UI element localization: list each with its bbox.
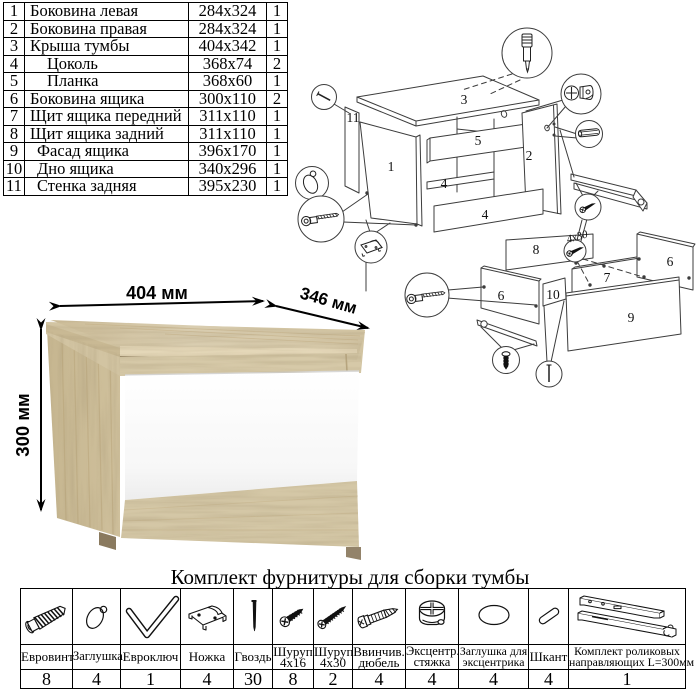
svg-text:404 мм: 404 мм — [126, 283, 188, 303]
svg-text:7: 7 — [604, 270, 611, 285]
svg-text:6: 6 — [498, 288, 505, 303]
svg-text:10: 10 — [546, 287, 560, 302]
svg-text:1: 1 — [388, 159, 395, 174]
svg-text:11: 11 — [347, 110, 360, 125]
svg-text:4: 4 — [482, 207, 489, 222]
svg-text:9: 9 — [628, 310, 635, 325]
svg-text:4x30: 4x30 — [565, 228, 589, 246]
svg-text:8: 8 — [533, 242, 540, 257]
svg-text:4: 4 — [441, 176, 448, 191]
svg-text:2: 2 — [526, 148, 533, 163]
svg-text:5: 5 — [475, 133, 482, 148]
svg-text:6: 6 — [667, 254, 674, 269]
svg-text:3: 3 — [461, 92, 468, 107]
svg-text:300 мм: 300 мм — [12, 393, 33, 456]
